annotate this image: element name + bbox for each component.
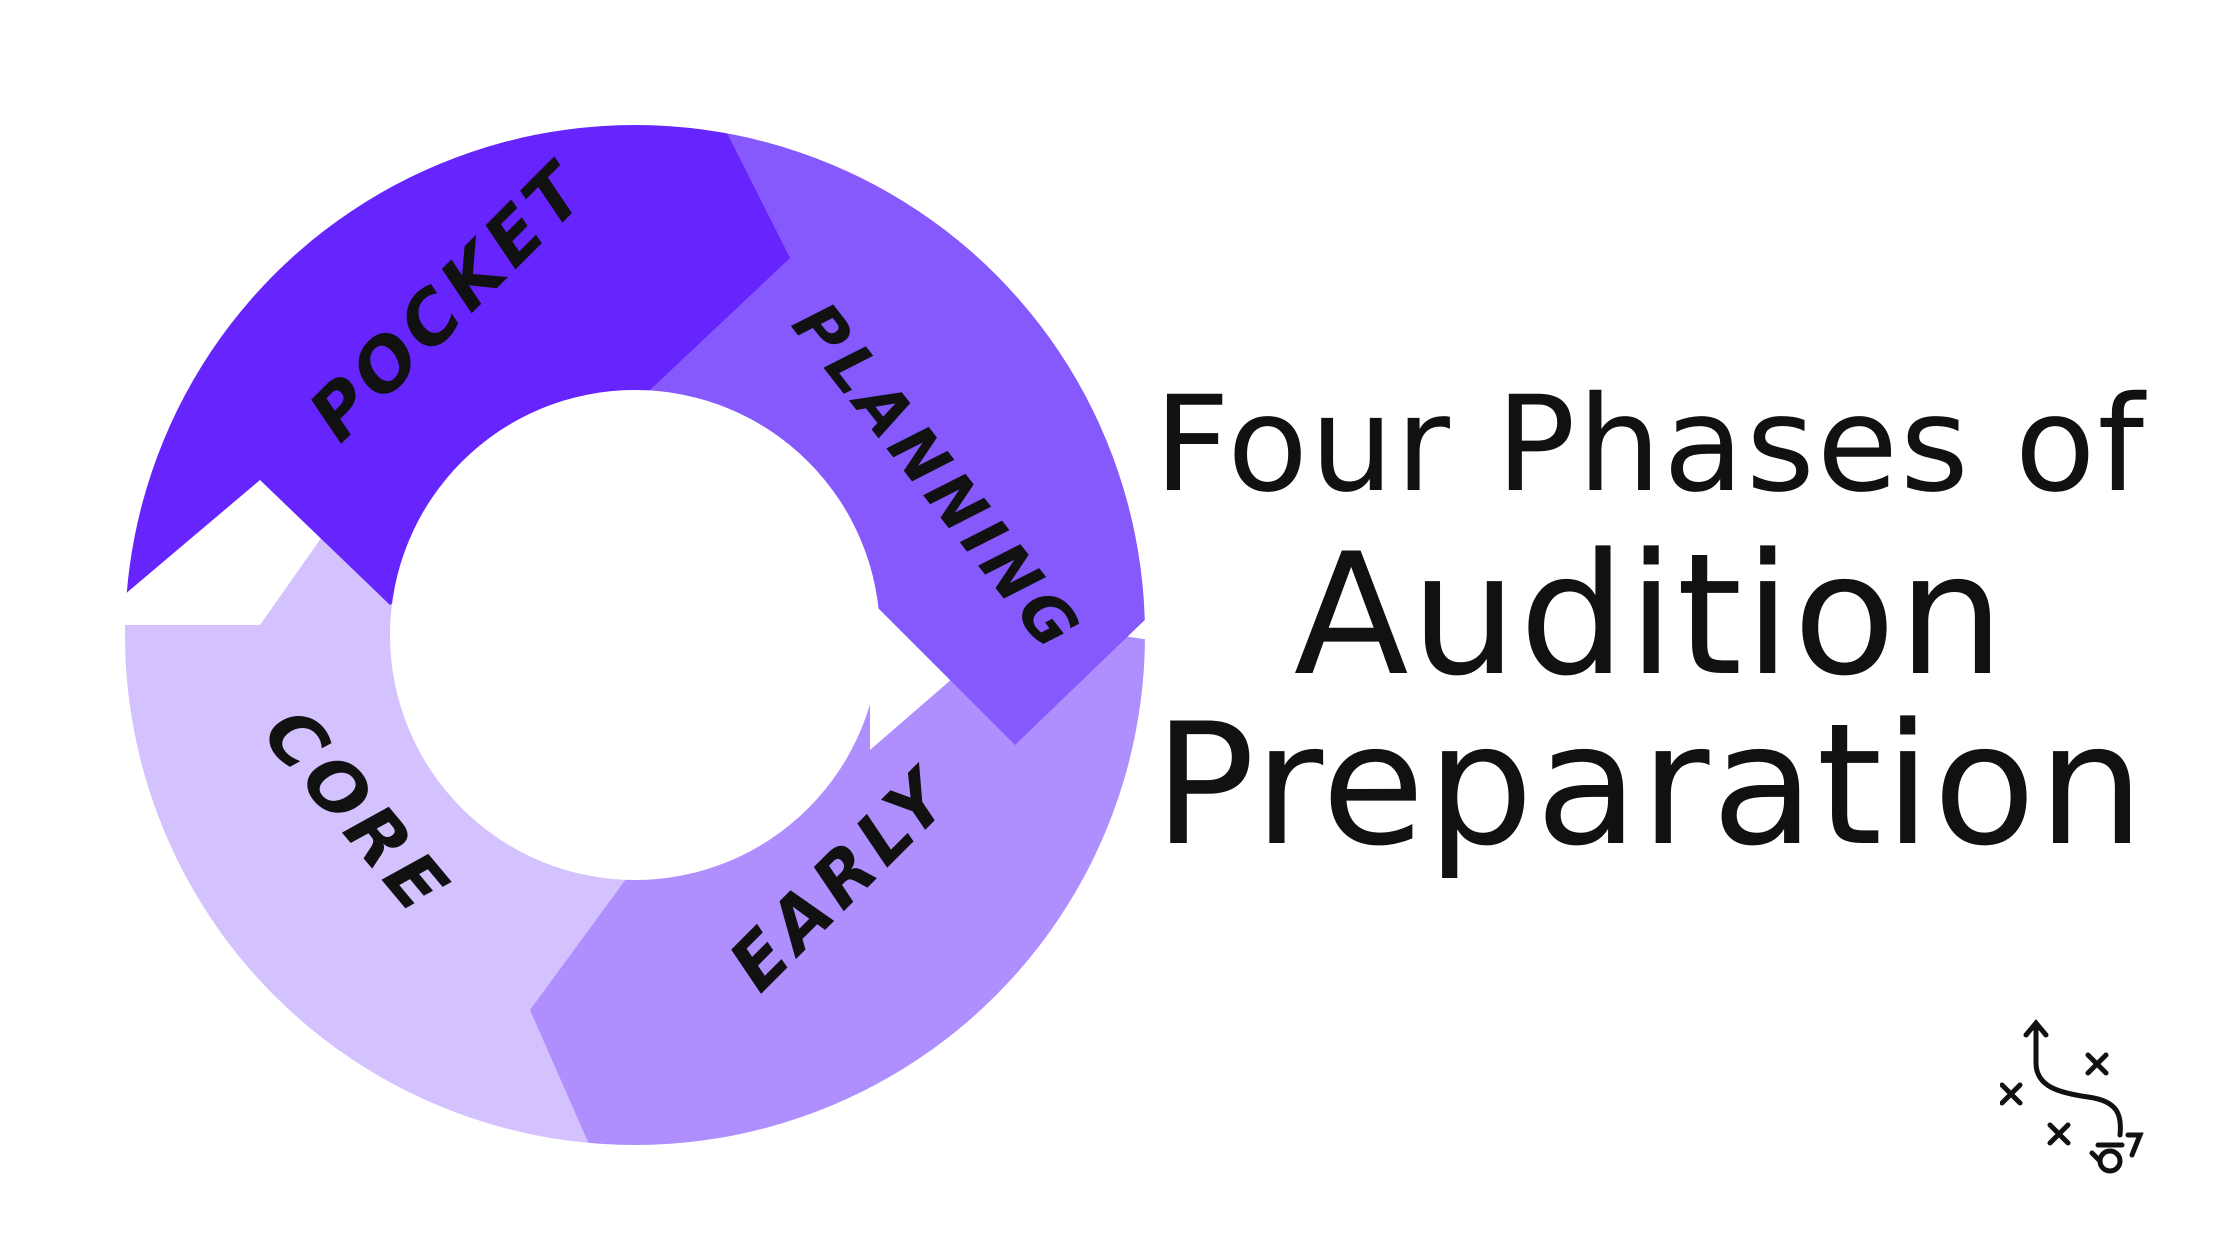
title-line-3: Preparation [1153, 687, 2147, 883]
title-line-2: Audition [1293, 517, 2007, 713]
title-line-1: Four Phases of [1154, 368, 2146, 522]
play-diagram-icon [2000, 1019, 2144, 1174]
